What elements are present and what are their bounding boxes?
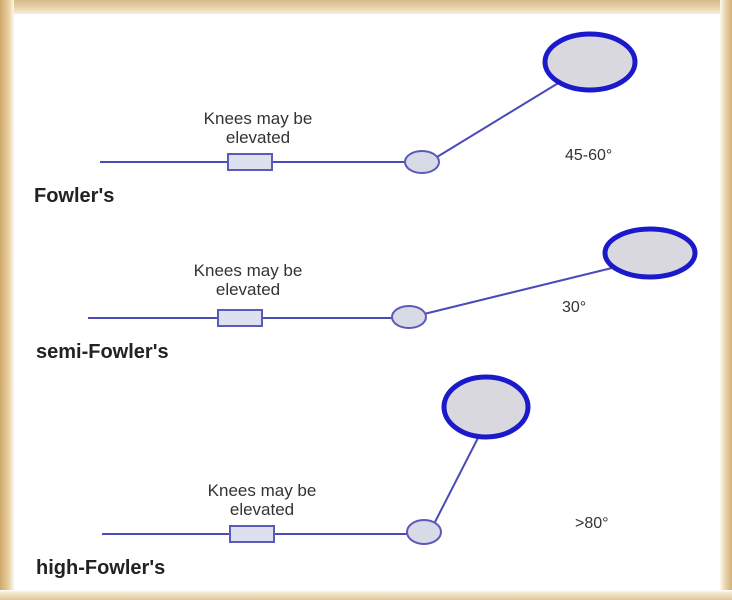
slide-border-bottom (0, 590, 732, 600)
semi-fowler-hip-joint (391, 305, 427, 329)
high-fowler-head (441, 374, 531, 440)
high-fowler-position-name: high-Fowler's (36, 557, 165, 579)
semi-fowler-position-name: semi-Fowler's (36, 341, 169, 363)
semi-fowler-knee-marker (217, 309, 263, 327)
fowler-torso-line (436, 81, 561, 158)
high-fowler-knee-marker (229, 525, 275, 543)
fowler-figure: Knees may be elevated 45-60° Fowler's (34, 31, 638, 207)
semi-fowler-torso-line (423, 266, 617, 315)
high-fowler-hip-joint (406, 519, 442, 545)
high-fowler-knee-label-line1: Knees may be (208, 481, 317, 500)
fowler-knee-label-line1: Knees may be (204, 109, 313, 128)
fowler-knee-marker (227, 153, 273, 171)
high-fowler-figure: Knees may be elevated >80° high-Fowler's (36, 374, 609, 579)
semi-fowler-knee-label-line1: Knees may be (194, 261, 303, 280)
semi-fowler-figure: Knees may be elevated 30° semi-Fowler's (36, 226, 698, 363)
slide-border-right (720, 0, 732, 600)
semi-fowler-knee-label-line2: elevated (216, 280, 280, 299)
slide-border-top (0, 0, 732, 14)
slide-border-left (0, 0, 14, 600)
semi-fowler-head (602, 226, 698, 280)
high-fowler-angle-label: >80° (575, 515, 609, 532)
high-fowler-torso-line (434, 433, 481, 523)
fowler-hip-joint (404, 150, 440, 174)
fowler-knee-label-line2: elevated (226, 128, 290, 147)
high-fowler-knee-label-line2: elevated (230, 500, 294, 519)
fowler-position-name: Fowler's (34, 185, 114, 207)
semi-fowler-angle-label: 30° (562, 299, 586, 316)
fowler-head (542, 31, 638, 93)
fowler-angle-label: 45-60° (565, 147, 612, 164)
